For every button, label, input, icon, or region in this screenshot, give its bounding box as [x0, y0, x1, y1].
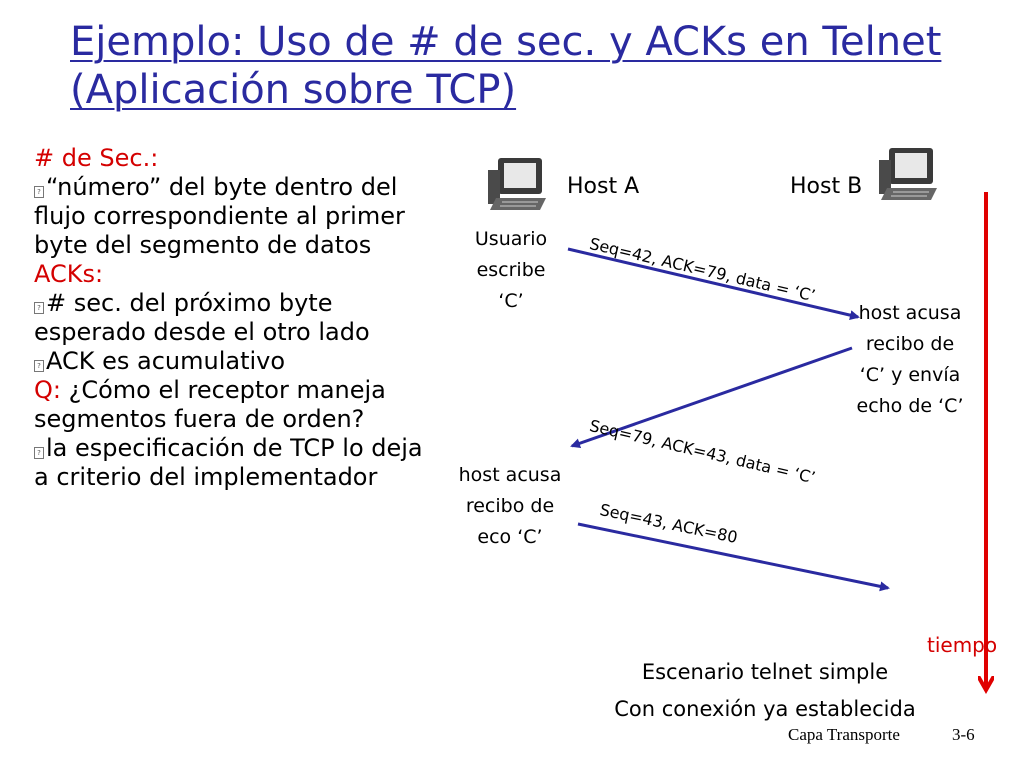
seq-heading: # de Sec.:: [34, 144, 159, 172]
time-label: tiempo: [927, 633, 998, 657]
message-arrow-3: [577, 522, 890, 592]
explanation-text: # de Sec.: ?“número” del byte dentro del…: [34, 144, 444, 492]
host-a-computer-icon: [488, 158, 546, 210]
message-arrow-1: [567, 247, 860, 321]
page-title: Ejemplo: Uso de # de sec. y ACKs en Teln…: [70, 19, 942, 113]
seq-item: ?“número” del byte dentro del flujo corr…: [34, 173, 405, 259]
question-answer: ?la especificación de TCP lo deja a crit…: [34, 434, 423, 491]
ack-item-2: ?ACK es acumulativo: [34, 347, 444, 376]
bullet-icon: ?: [34, 447, 44, 459]
connection-caption: Con conexión ya establecida: [614, 697, 916, 721]
host-a-label: Host A: [567, 174, 640, 199]
acks-heading: ACKs:: [34, 260, 104, 288]
host-b-label: Host B: [790, 174, 863, 199]
bullet-icon: ?: [34, 302, 44, 314]
message-arrow-2: [570, 346, 853, 449]
bullet-icon: ?: [34, 360, 44, 372]
host-b-computer-icon: [879, 148, 937, 200]
bullet-icon: ?: [34, 186, 44, 198]
ack-item-1: ?# sec. del próximo byte esperado desde …: [34, 289, 370, 346]
question: Q: ¿Cómo el receptor maneja segmentos fu…: [34, 376, 386, 433]
footer-label: Capa Transporte: [788, 725, 900, 744]
page-number: 3-6: [952, 725, 975, 744]
scenario-caption: Escenario telnet simple: [641, 660, 889, 684]
